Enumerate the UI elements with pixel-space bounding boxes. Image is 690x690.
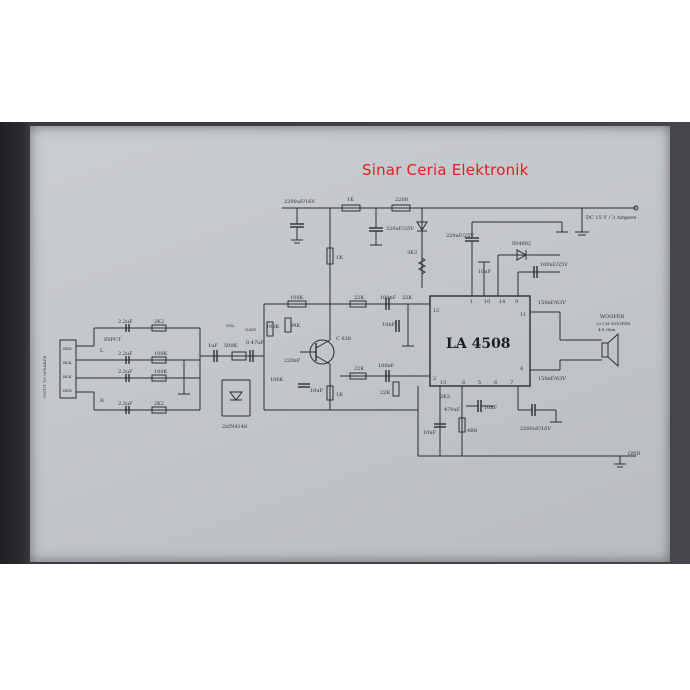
ic-pin-4: 4 [520,366,523,372]
pot-top-label: VOL [225,323,235,328]
ic-pin-6: 6 [494,380,497,386]
supply-rail: DC 15 V / 3 Ampere [282,205,639,236]
cap-10nf-b-label: 10nF [484,405,498,411]
right-supply-network: 220uF/25V IN4002 100uF/25V 10uF [446,221,568,296]
cap-470uf-label: 470uF [444,407,461,413]
ic-pin-12: 12 [433,308,439,314]
r100k-b-label: 100K [270,377,284,383]
diodes-label: 2xIN4148 [222,424,247,430]
ic-pin-9: 9 [515,299,518,305]
cap-220nf-label: 220nF [284,358,301,364]
cap-150nf-b-label: 150nF/63V [538,376,566,382]
ic-pin-1: 1 [470,299,473,305]
r1k-top-label: 1K [347,197,354,203]
r2k2-label: 2K2 [440,394,450,400]
cap-100nf-b-label: 100nF [378,363,395,369]
r22k-a-label: 22K [354,295,364,301]
cap-22uf-1-label: 2.2uF [118,319,133,325]
brand-watermark: Sinar Ceria Elektronik [362,161,529,179]
cap-2200uf-out-label: 2200uF/16V [520,426,551,432]
cap-10uf-a-label: 10uF [478,269,492,275]
cap-10nf-c-label: 10nF [423,430,437,436]
terminal-1-label: RED [63,346,72,351]
supply-capacitor: 2200uF/16V [284,199,315,244]
ground-rail: GND 4R8 10nF 2K2 470uF 10nF [417,386,640,468]
output-network: 150nF/63V 150nF/63V WOOFER 20 CM WOOFER … [517,300,631,432]
ic-la4508: LA 4508 1 10 14 9 12 2 13 8 5 6 7 11 4 [429,295,531,387]
cap-22uf-2-label: 2.2uF [118,351,133,357]
ic-pin-7: 7 [510,380,513,386]
gnd-label: GND [628,451,640,457]
zener-label: 3K3 [407,250,417,256]
r2k2-a-label: 2K2 [154,319,164,325]
schematic-paper [30,126,670,562]
speaker-icon [601,342,609,358]
speaker-label: WOOFER [600,314,624,320]
photo-bottom-margin [0,564,690,690]
power-terminal [633,205,639,211]
r22k-b-label: 22K [402,295,412,301]
r100k-d-label: 100K [154,351,168,357]
input-terminal-block [59,339,77,399]
cap-220uf-label: 220uF/25V [386,226,414,232]
speaker-spec-label: 4-8 Ohm [598,327,616,332]
ic-name: LA 4508 [446,336,511,352]
pot-mid-label: GAIN [245,327,257,332]
r39k-label: 39K [290,323,300,329]
top-resistors: 1K 220R 1K 220uF/25V 3K3 [326,197,428,300]
ic-pin-11: 11 [520,312,526,318]
input-block-label: INPUT TO SPEAKER [42,355,47,398]
r220-label: 220R [395,197,409,203]
terminal-3-label: BLK [63,374,73,379]
terminal-2-label: BLK [63,360,73,365]
r100k-e-label: 100K [154,369,168,375]
input-title: INPUT [104,337,122,343]
ic-pin-13: 13 [440,380,446,386]
cap-1uf-label: 1uF [208,343,218,349]
r1k-mid-label: 1K [336,255,343,261]
cap-100uf-label: 100uF/25V [540,262,568,268]
ic-pin-2: 2 [433,376,436,382]
speaker-sub-label: 20 CM WOOFER [596,321,631,326]
transistor-stage: 100K 22K 100nF 22K 10nF C 828 1K 39K 220… [263,295,430,411]
power-label: DC 15 V / 3 Ampere [586,215,637,221]
input-section: RED BLK BLK RED INPUT TO SPEAKER INPUT L… [42,319,201,414]
cap-10uf-b-label: 10uF [310,388,324,394]
ic-pin-10: 10 [484,299,490,305]
terminal-4-label: RED [63,388,72,393]
volume-section: VOL GAIN 1uF 500K 0.47uF 2xIN4148 [200,323,264,430]
input-l-label: L [100,348,104,354]
r22k-d-label: 22K [380,390,390,396]
cap-220uf-b-label: 220uF/25V [446,233,474,239]
photo-top-margin [0,0,690,122]
cap-22uf-3-label: 2.2uF [118,369,133,375]
transistor-label: C 828 [336,336,351,342]
r1k-bot-label: 1K [336,392,343,398]
supply-cap-label: 2200uF/16V [284,199,315,205]
cap-150nf-label: 150nF/63V [538,300,566,306]
cap-22uf-4-label: 2.2uF [118,401,133,407]
pot-label: 500K [224,343,238,349]
input-r-label: R [100,398,104,404]
cap-047-label: 0.47uF [246,340,264,346]
r2k2-b-label: 2K2 [154,401,164,407]
ic-pin-5: 5 [478,380,481,386]
cap-10nf-label: 10nF [382,322,396,328]
r4r8-label: 4R8 [467,428,477,434]
r100k-a-label: 100K [290,295,304,301]
diode-label: IN4002 [512,241,531,247]
r22k-c-label: 22K [354,366,364,372]
ic-pin-8: 8 [462,380,465,386]
ic-pin-14: 14 [499,299,505,305]
